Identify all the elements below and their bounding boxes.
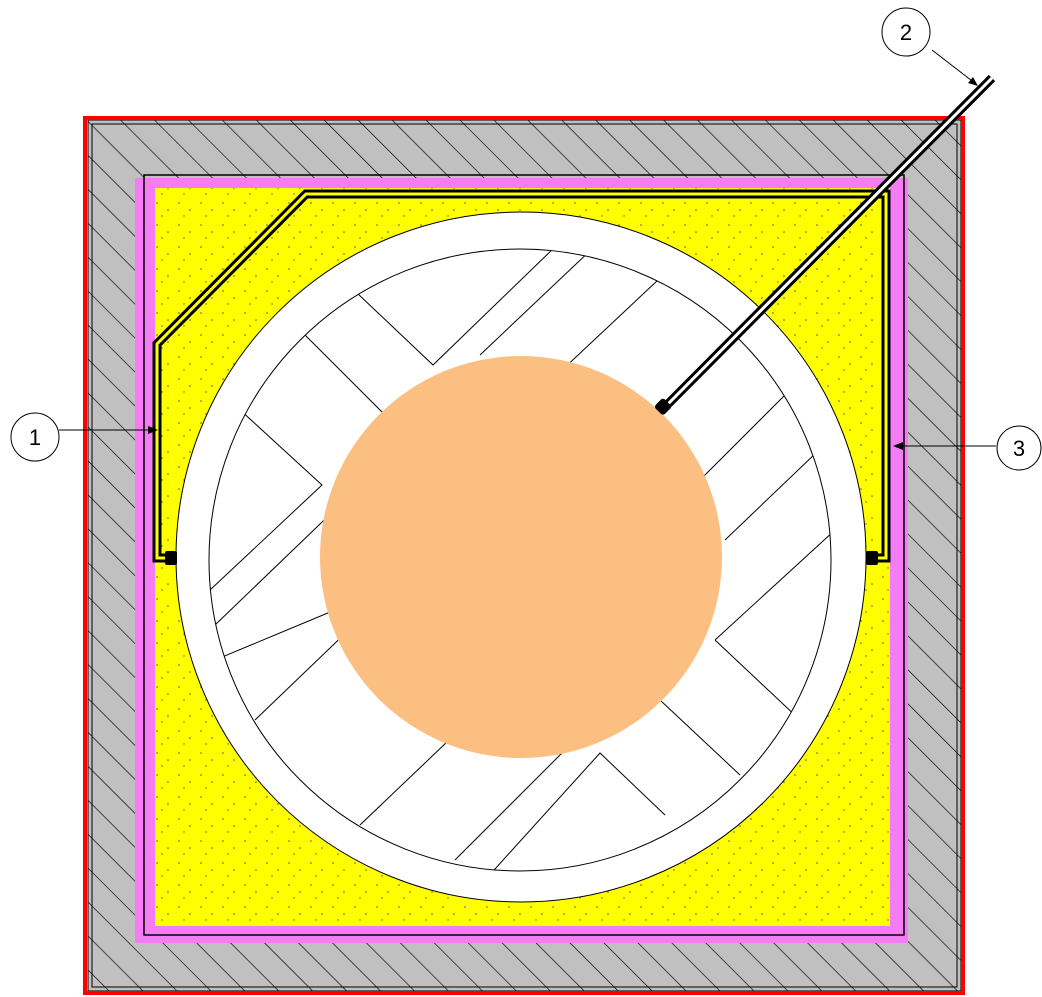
callout-1: 1 — [10, 412, 60, 462]
callout-2-label: 2 — [900, 20, 912, 45]
callout-1-label: 1 — [29, 425, 41, 450]
conduit-diagonal — [660, 74, 996, 412]
conduit-end-left — [165, 551, 177, 565]
leader-3-arrow — [893, 442, 903, 450]
callout-3: 3 — [996, 425, 1042, 471]
callout-3-label: 3 — [1013, 436, 1025, 461]
leader-2 — [931, 49, 977, 85]
inner-concrete-outline — [91, 123, 958, 988]
conduit-loop — [152, 189, 891, 563]
conduit-end-right — [866, 551, 878, 565]
central-core — [320, 356, 722, 758]
conduit-end-core — [655, 398, 671, 415]
callout-2: 2 — [881, 7, 931, 57]
leader-2-arrow — [968, 77, 978, 86]
leader-1-arrow — [148, 426, 158, 434]
membrane-outline — [143, 174, 905, 936]
outer-red-border — [83, 116, 965, 995]
